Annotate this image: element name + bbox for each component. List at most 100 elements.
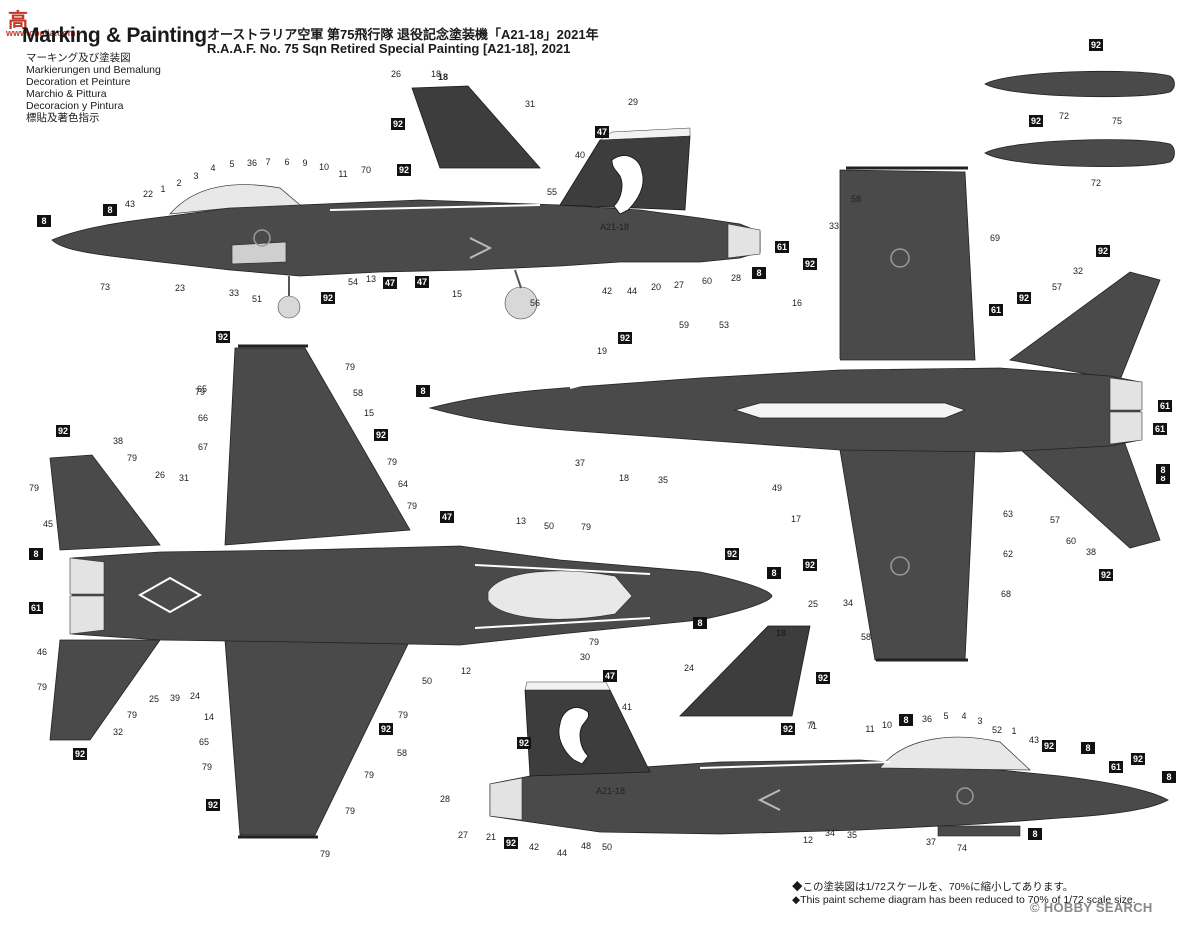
callout-number: 22	[143, 189, 153, 199]
callout-number: 3	[193, 171, 198, 181]
callout-number: 65	[199, 737, 209, 747]
callout-number: 36	[922, 714, 932, 724]
callout-number: 13	[366, 274, 376, 284]
callout-box	[103, 204, 117, 216]
callout-number-boxed: 8	[903, 715, 908, 725]
callout-box	[1156, 464, 1170, 476]
callout-number-boxed: 61	[1155, 424, 1165, 434]
callout-number-boxed: 61	[777, 242, 787, 252]
callout-number: 44	[627, 286, 637, 296]
callout-box	[775, 241, 789, 253]
callout-number-boxed: 92	[1098, 246, 1108, 256]
callout-number: 57	[1050, 515, 1060, 525]
callout-number: 39	[170, 693, 180, 703]
marking-line-es: Decoracion y Pintura	[26, 100, 124, 112]
callout-number: 43	[1029, 735, 1039, 745]
callout-number-boxed: 92	[1091, 40, 1101, 50]
callout-number: 53	[719, 320, 729, 330]
callout-number-boxed: 92	[1031, 116, 1041, 126]
callout-box	[1096, 245, 1110, 257]
callout-number: 35	[847, 830, 857, 840]
marking-line-de: Markierungen und Bemalung	[26, 64, 161, 76]
callout-number: 3	[977, 716, 982, 726]
callout-number: 32	[1073, 266, 1083, 276]
callout-number: 23	[175, 283, 185, 293]
callout-box	[693, 617, 707, 629]
callout-number-boxed: 8	[771, 568, 776, 578]
callout-number: 79	[29, 483, 39, 493]
callout-number: 38	[113, 436, 123, 446]
callout-box	[206, 799, 220, 811]
callout-number: 35	[658, 475, 668, 485]
callout-number: 79	[127, 710, 137, 720]
callout-number: 4	[961, 711, 966, 721]
callout-number: 14	[204, 712, 214, 722]
tail-number-left: 18	[438, 72, 448, 82]
marking-title: Marking & Painting	[22, 24, 207, 47]
callout-number-boxed: 92	[58, 426, 68, 436]
callout-number: 15	[364, 408, 374, 418]
callout-number-boxed: 92	[783, 724, 793, 734]
callout-box	[383, 277, 397, 289]
callout-number: 50	[544, 521, 554, 531]
callout-number: 33	[829, 221, 839, 231]
callout-box	[1158, 400, 1172, 412]
callout-number-boxed: 92	[323, 293, 333, 303]
callout-number-boxed: 47	[385, 278, 395, 288]
callout-number: 64	[398, 479, 408, 489]
callout-number: 1	[160, 184, 165, 194]
callout-number-boxed: 92	[805, 259, 815, 269]
callout-number: 10	[882, 720, 892, 730]
callout-number: 66	[198, 413, 208, 423]
callout-number: 45	[43, 519, 53, 529]
callout-box	[56, 425, 70, 437]
callout-number: 79	[364, 770, 374, 780]
callout-number-boxed: 61	[1111, 762, 1121, 772]
callout-box	[517, 737, 531, 749]
plan-view-left	[49, 344, 773, 839]
callout-box	[752, 267, 766, 279]
callout-number: 27	[674, 280, 684, 290]
tail-number-right: 18	[776, 628, 786, 638]
callout-box	[989, 304, 1003, 316]
callout-number: 79	[37, 682, 47, 692]
callout-box	[1162, 771, 1176, 783]
callout-box	[1131, 753, 1145, 765]
callout-number: 24	[684, 663, 694, 673]
callout-number-boxed: 92	[75, 749, 85, 759]
callout-box	[374, 429, 388, 441]
callout-number: 26	[391, 69, 401, 79]
callout-number: 10	[319, 162, 329, 172]
callout-number: 58	[851, 194, 861, 204]
callout-number: 49	[772, 483, 782, 493]
callout-number-boxed: 47	[605, 671, 615, 681]
callout-number: 19	[597, 346, 607, 356]
watermark-logo: 高	[8, 8, 28, 32]
callout-number: 11	[865, 724, 874, 734]
callout-number: 72	[1091, 178, 1101, 188]
callout-number: 79	[589, 637, 599, 647]
callout-number-boxed: 92	[1044, 741, 1054, 751]
callout-number-boxed: 92	[376, 430, 386, 440]
callout-number-boxed: 8	[1032, 829, 1037, 839]
callout-box	[725, 548, 739, 560]
callout-number-boxed: 92	[519, 738, 529, 748]
callout-number: 58	[353, 388, 363, 398]
callout-number-boxed: 92	[620, 333, 630, 343]
callout-box	[899, 714, 913, 726]
plan-view-right	[428, 166, 1161, 662]
callout-number: 74	[957, 843, 967, 853]
callout-number: 29	[628, 97, 638, 107]
callout-number: 52	[992, 725, 1002, 735]
callout-number: 31	[179, 473, 189, 483]
callout-number-boxed: 61	[991, 305, 1001, 315]
callout-number: 72	[1059, 111, 1069, 121]
callout-number: 79	[581, 522, 591, 532]
callout-number-boxed: 8	[420, 386, 425, 396]
callout-number-boxed: 61	[31, 603, 41, 613]
callout-box	[1028, 828, 1042, 840]
callout-box	[379, 723, 393, 735]
callout-number: 16	[792, 298, 802, 308]
note-japanese: ◆この塗装図は1/72スケールを、70%に縮小してあります。	[792, 881, 1074, 893]
